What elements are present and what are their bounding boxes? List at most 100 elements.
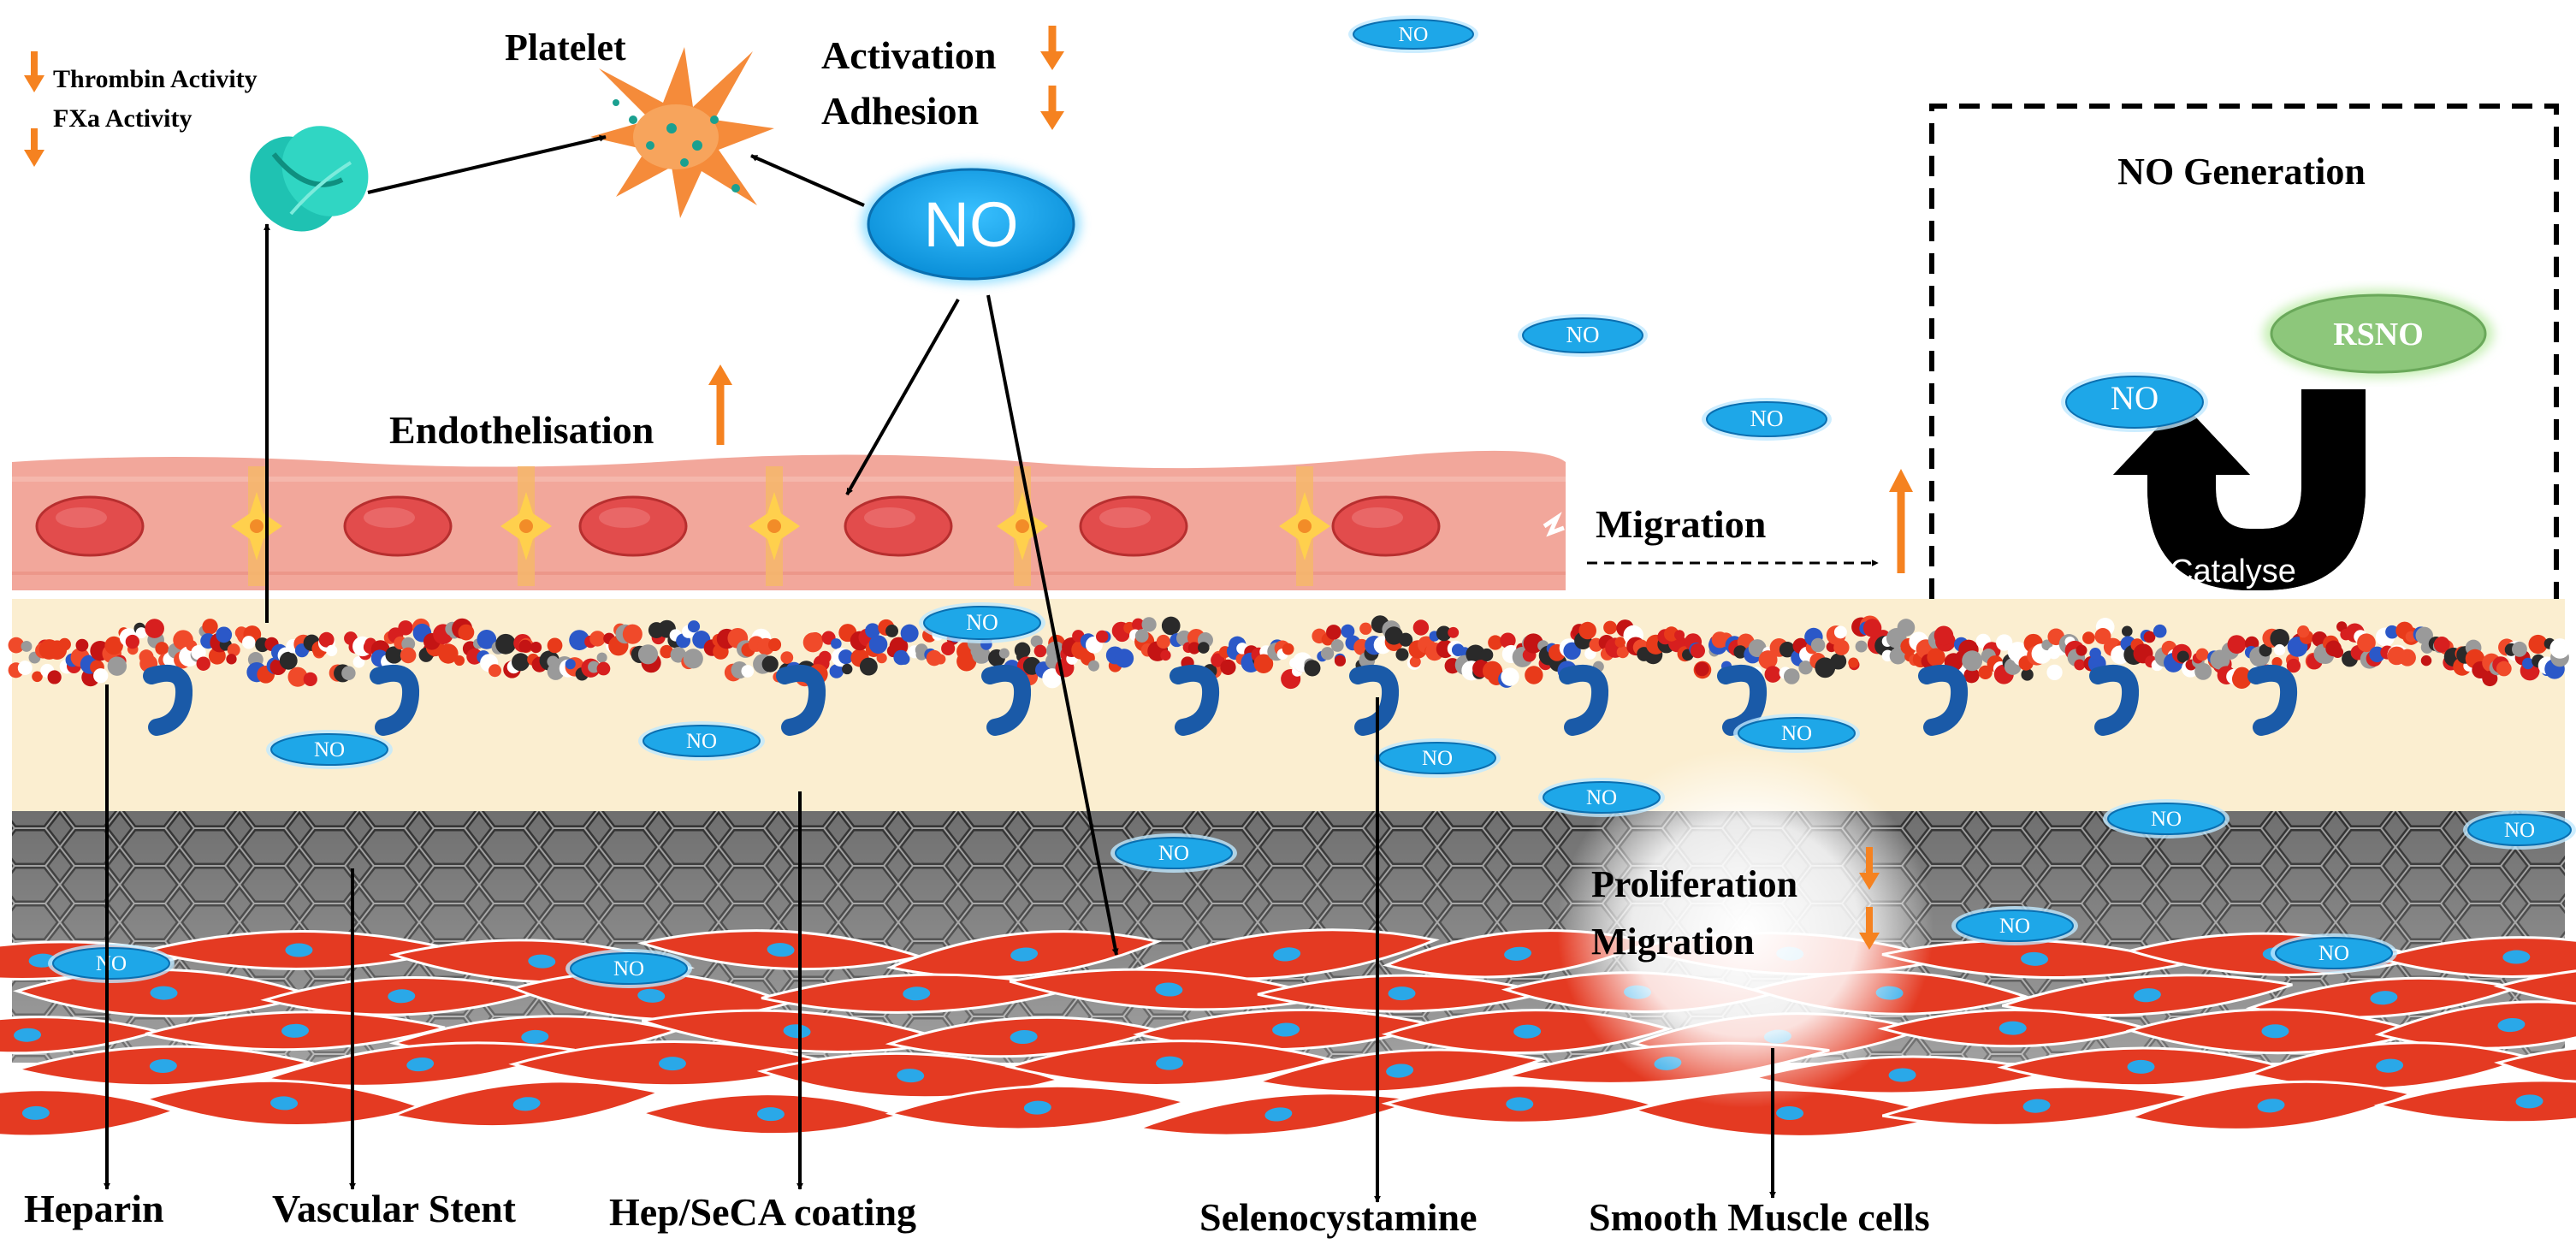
arrow-no-to-muscle <box>986 294 1119 956</box>
no-molecule-label: NO <box>1781 722 1812 745</box>
proliferation-label: Proliferation <box>1591 863 1797 905</box>
arrow-thrombin-to-platelet <box>367 134 607 194</box>
catalyse-label: Catalyse <box>2170 554 2296 589</box>
no-molecule-label: NO <box>1750 406 1784 431</box>
selenocystamine-label: Selenocystamine <box>1199 1195 1477 1239</box>
selenocystamine-hook <box>2089 664 2140 736</box>
connector-arrows <box>104 134 1776 1203</box>
platelet-label: Platelet <box>505 27 626 68</box>
fxa-activity-label: FXa Activity <box>53 104 192 133</box>
no-molecule: NO <box>919 602 1045 643</box>
proliferation-glow <box>1557 749 1933 1108</box>
endothelial-layer <box>12 450 1566 590</box>
no-molecule-label: NO <box>2504 819 2535 842</box>
no-molecule-label: NO <box>1586 786 1617 809</box>
no-molecule: NO <box>566 949 692 988</box>
migration-top-label: Migration <box>1596 502 1766 546</box>
rsno-label: RSNO <box>2333 317 2424 353</box>
no-molecule: NO <box>1348 15 1478 53</box>
smooth-muscle-cell <box>1252 1048 1547 1093</box>
cell-junction <box>500 466 552 586</box>
smooth-muscle-cell <box>0 1088 179 1138</box>
heparin-label: Heparin <box>24 1187 164 1230</box>
up-arrow-icon <box>1889 469 1913 573</box>
no-molecule: NO <box>2463 810 2576 850</box>
smooth-muscle-cell <box>12 1045 315 1087</box>
down-arrow-icon <box>24 51 44 92</box>
no-molecule: NO <box>1702 398 1832 441</box>
selenocystamine-hook <box>370 664 420 736</box>
no-molecule-label: NO <box>1999 915 2030 938</box>
smooth-muscle-cell <box>2373 936 2576 978</box>
no-molecule-label: NO <box>314 738 345 761</box>
arrow-no-to-endothelium <box>845 299 960 495</box>
adhesion-label: Adhesion <box>821 89 979 133</box>
no-molecule: NO <box>1951 906 2078 945</box>
selenocystamine-hook <box>2247 664 2298 736</box>
hep-seca-label: Hep/SeCA coating <box>609 1190 916 1234</box>
cell-junction <box>1279 466 1330 586</box>
smooth-muscle-cell <box>637 1093 904 1136</box>
down-arrow-icon <box>24 128 44 167</box>
selenocystamine-hook <box>1170 664 1220 736</box>
smooth-muscle-cell <box>2373 1079 2576 1124</box>
no-molecule-label: NO <box>2111 380 2159 417</box>
no-generation-box: NO Generation RSNO Catalyse <box>1929 104 2559 599</box>
no-molecule-label: NO <box>1566 322 1600 347</box>
no-molecule-label: NO <box>2151 808 2182 831</box>
no-big-molecule: NO <box>862 164 1081 284</box>
no-molecule: NO <box>638 721 765 761</box>
smooth-muscle-label: Smooth Muscle cells <box>1589 1195 1930 1239</box>
selenocystamine-hook <box>981 664 1032 736</box>
platelet-icon <box>590 47 774 218</box>
no-molecule: NO <box>1374 738 1501 778</box>
no-molecule: NO <box>48 944 175 983</box>
thrombin-activity-label: Thrombin Activity <box>53 65 258 93</box>
smooth-muscle-cell <box>1004 1040 1335 1087</box>
no-molecule-label: NO <box>2318 942 2349 965</box>
cell-junction <box>749 466 800 586</box>
no-molecule-label: NO <box>966 610 998 635</box>
no-molecule: NO <box>1110 833 1237 873</box>
no-molecule: NO <box>266 730 393 769</box>
no-molecule: NO <box>1518 314 1648 357</box>
smooth-muscle-cell <box>2126 1080 2416 1131</box>
no-molecule: NO <box>2061 372 2208 432</box>
cell-junction <box>231 466 282 586</box>
smooth-muscle-cell <box>2001 974 2293 1017</box>
no-molecule-label: NO <box>1158 842 1189 865</box>
no-molecules: NO NO NO NO NO NO NO NO NO NO NO NO NO NO NO NO NO <box>48 15 2576 988</box>
no-molecule-label: NO <box>1422 747 1453 770</box>
selenocystamine-hook <box>776 664 826 736</box>
down-arrow-icon <box>1859 907 1880 950</box>
migration-bottom-label: Migration <box>1591 921 1755 963</box>
selenocystamine-hook <box>1559 664 1609 736</box>
selenocystamine-hook <box>1918 664 1969 736</box>
smooth-muscle-cell <box>389 1080 664 1129</box>
rsno-ellipse <box>2270 293 2487 374</box>
down-arrow-icon <box>1040 26 1064 70</box>
no-molecule-label: NO <box>686 730 717 753</box>
endothelisation-label: Endothelisation <box>389 408 654 452</box>
activation-label: Activation <box>821 33 996 77</box>
up-arrow-icon <box>708 364 732 445</box>
no-molecule: NO <box>1733 714 1860 753</box>
no-generation-title: NO Generation <box>2117 151 2366 193</box>
thrombin-molecule-icon <box>250 126 369 232</box>
smooth-muscle-layer <box>0 928 2576 1138</box>
selenocystamine-hook <box>143 664 193 736</box>
no-molecule-label: NO <box>613 957 644 981</box>
smooth-muscle-cell <box>1257 974 1547 1013</box>
down-arrow-icon <box>1859 847 1880 890</box>
smooth-muscle-cell <box>756 1052 1064 1099</box>
no-big-label: NO <box>924 189 1019 260</box>
smooth-muscle-cell <box>2494 1044 2576 1093</box>
smooth-muscle-cell <box>1381 1084 1659 1124</box>
no-molecule: NO <box>2103 799 2230 838</box>
thrombin-fxa-block: Thrombin Activity FXa Activity <box>24 51 258 167</box>
no-molecule-label: NO <box>1399 24 1429 46</box>
no-molecule-label: NO <box>96 952 127 975</box>
smooth-muscle-cell <box>885 1084 1190 1131</box>
no-molecule: NO <box>2271 933 2397 973</box>
